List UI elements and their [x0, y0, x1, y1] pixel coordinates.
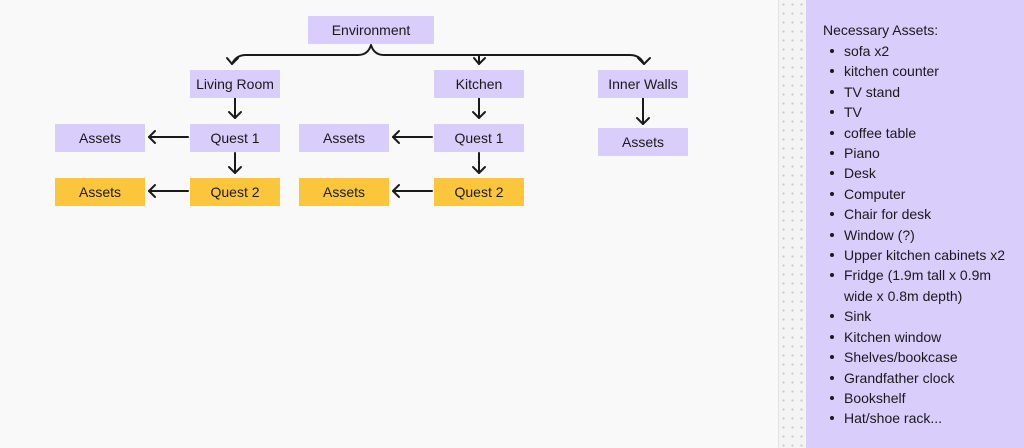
node-living-room-quest-2[interactable]: Quest 2 — [190, 178, 280, 206]
list-item: Window (?) — [823, 225, 1024, 245]
canvas-grid-strip — [778, 0, 807, 448]
root-brace — [231, 44, 645, 65]
root-node-environment[interactable]: Environment — [308, 16, 434, 44]
connector-lines — [148, 44, 651, 198]
list-item: Bookshelf — [823, 388, 1024, 408]
arrowhead-kitchen — [473, 57, 486, 65]
list-item-line: wide x 0.8m depth) — [844, 287, 963, 304]
arrowhead-living-room — [226, 57, 239, 65]
list-item: Chair for desk — [823, 204, 1024, 224]
node-living-room-quest-1[interactable]: Quest 1 — [190, 124, 280, 152]
node-living-room-assets-1[interactable]: Assets — [55, 124, 145, 152]
node-inner-walls[interactable]: Inner Walls — [598, 70, 688, 98]
list-item: kitchen counter — [823, 61, 1024, 81]
list-item: coffee table — [823, 123, 1024, 143]
list-item: Computer — [823, 184, 1024, 204]
node-inner-walls-assets[interactable]: Assets — [598, 128, 688, 156]
list-item-fridge: Fridge (1.9m tall x 0.9m wide x 0.8m dep… — [823, 265, 1024, 306]
list-item: Sink — [823, 306, 1024, 326]
list-item: Desk — [823, 163, 1024, 183]
node-kitchen-assets-1[interactable]: Assets — [299, 124, 389, 152]
node-living-room-assets-2[interactable]: Assets — [55, 178, 145, 206]
list-item: TV stand — [823, 82, 1024, 102]
list-item: Piano — [823, 143, 1024, 163]
list-item: Grandfather clock — [823, 368, 1024, 388]
notes-list: sofa x2 kitchen counter TV stand TV coff… — [823, 41, 1024, 429]
list-item: Hat/shoe rack... — [823, 408, 1024, 428]
node-kitchen-quest-2[interactable]: Quest 2 — [434, 178, 524, 206]
node-kitchen-quest-1[interactable]: Quest 1 — [434, 124, 524, 152]
sticky-note-necessary-assets[interactable]: Necessary Assets: sofa x2 kitchen counte… — [806, 0, 1024, 448]
notes-title: Necessary Assets: — [823, 22, 939, 38]
node-kitchen[interactable]: Kitchen — [434, 70, 524, 98]
list-item-line: Fridge (1.9m tall x 0.9m — [844, 267, 992, 284]
node-kitchen-assets-2[interactable]: Assets — [299, 178, 389, 206]
list-item: Kitchen window — [823, 327, 1024, 347]
list-item: TV — [823, 102, 1024, 122]
list-item: Shelves/bookcase — [823, 347, 1024, 367]
list-item: Upper kitchen cabinets x2 — [823, 245, 1024, 265]
arrowhead-inner-walls — [637, 57, 651, 65]
node-living-room[interactable]: Living Room — [190, 70, 280, 98]
list-item: sofa x2 — [823, 41, 1024, 61]
